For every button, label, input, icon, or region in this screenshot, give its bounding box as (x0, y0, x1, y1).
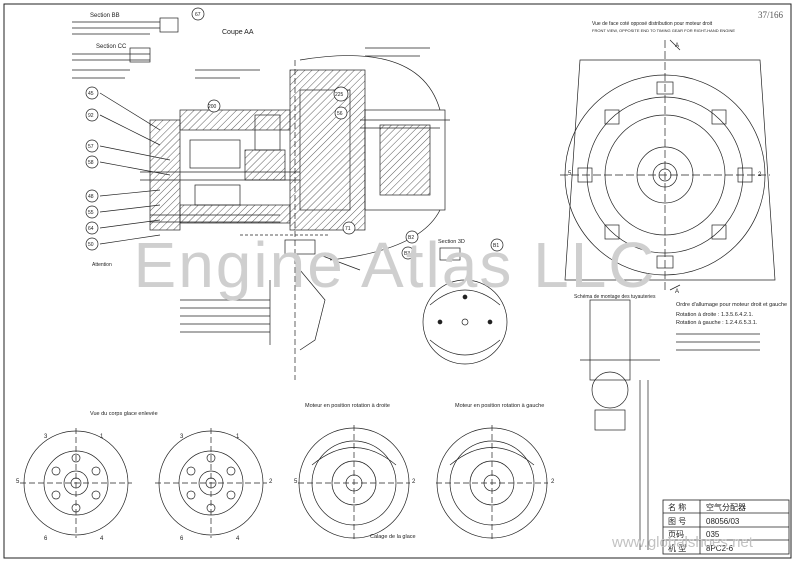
dist3-num-2: 2 (412, 479, 416, 485)
tb-name-label: 名 称 (668, 502, 686, 512)
dist3-num-5: 5 (294, 479, 298, 485)
section-cc-label: Section CC (96, 44, 127, 50)
callout-b1: B1 (493, 243, 499, 249)
firing-right: Rotation à droite : 1.3.5.6.4.2.1. (676, 312, 754, 318)
section-mark-a-top: A (675, 43, 679, 49)
callout-57: 57 (88, 144, 94, 150)
dist1-num-3: 3 (44, 434, 48, 440)
tb-name-value: 空气分配器 (706, 502, 746, 512)
dist2-num-2: 2 (269, 479, 273, 485)
section-3d: Section 3D (422, 239, 508, 365)
callout-b3: B3 (404, 251, 410, 257)
callout-48: 48 (88, 194, 94, 200)
callout-64: 64 (88, 226, 94, 232)
front-view-title: Vue de face coté opposé distribution pou… (592, 21, 713, 27)
dist2-num-6: 6 (180, 536, 184, 542)
front-view-subtitle: FRONT VIEW, OPPOSITE END TO TIMING GEAR … (592, 28, 735, 33)
tb-page-label: 页码 (668, 530, 684, 539)
dist4-num-2: 2 (551, 479, 555, 485)
attention-note: Attention (92, 262, 112, 268)
tb-model-label: 机 型 (668, 543, 686, 553)
section-bb-label: Section BB (90, 13, 120, 19)
calage-title: Calage de la glace (370, 534, 416, 540)
callout-71: 71 (345, 226, 351, 232)
callout-45: 45 (88, 91, 94, 97)
tb-drawing-value: 08056/03 (706, 517, 740, 526)
callout-50: 50 (88, 242, 94, 248)
callout-55: 55 (88, 210, 94, 216)
motor-left-title: Moteur en position rotation à gauche (455, 403, 544, 409)
firing-order-block: Schéma de montage des tuyauteries Ordre … (574, 294, 787, 550)
distributor-view-title: Vue du corps glace enlevée (90, 411, 158, 417)
callout-labels: 45 92 57 58 48 55 64 50 200 225 56 71 B2… (88, 91, 499, 257)
title-block-text: 名 称 空气分配器 图 号 08056/03 页码 035 机 型 8PC2-6 (668, 502, 746, 553)
dist2-num-1: 1 (236, 434, 240, 440)
callout-225: 225 (335, 92, 344, 98)
dist2-num-4: 4 (236, 536, 240, 542)
cyl-2-label: 2 (758, 172, 762, 178)
callout-67: 67 (195, 12, 201, 18)
dist1-num-4: 4 (100, 536, 104, 542)
callout-58: 58 (88, 160, 94, 166)
page-number: 37/166 (757, 10, 783, 20)
front-view: Vue de face coté opposé distribution pou… (560, 21, 776, 291)
callout-200: 200 (208, 104, 217, 110)
left-callouts (85, 86, 504, 260)
dist1-num-6: 6 (44, 536, 48, 542)
section-bb-cc: Section BB Section CC 67 (72, 7, 205, 79)
motor-right-title: Moteur en position rotation à droite (305, 403, 390, 409)
section-3d-label: Section 3D (438, 239, 465, 245)
callout-56: 56 (337, 111, 343, 117)
coupe-aa-label: Coupe AA (222, 29, 254, 36)
assembly-title: Schéma de montage des tuyauteries (574, 294, 656, 300)
callout-b2: B2 (408, 235, 414, 241)
cyl-5-label: 5 (568, 171, 572, 177)
dist1-num-1: 1 (100, 434, 104, 440)
tb-drawing-label: 图 号 (668, 517, 686, 526)
distributor-views: Vue du corps glace enlevée Moteur en pos… (16, 403, 555, 542)
callout-92: 92 (88, 113, 94, 119)
title-block (662, 499, 790, 555)
firing-order-title: Ordre d'allumage pour moteur droit et ga… (676, 302, 787, 308)
firing-left: Rotation à gauche : 1.2.4.6.5.3.1. (676, 320, 758, 326)
dist1-num-5: 5 (16, 479, 20, 485)
tb-page-value: 035 (706, 530, 720, 539)
dist2-num-3: 3 (180, 434, 184, 440)
front-view-labels: A A 5 2 (568, 43, 762, 295)
coupe-aa-drawing: Coupe AA (99, 29, 450, 380)
tb-model-value: 8PC2-6 (706, 544, 734, 553)
section-mark-a-bottom: A (675, 289, 679, 295)
